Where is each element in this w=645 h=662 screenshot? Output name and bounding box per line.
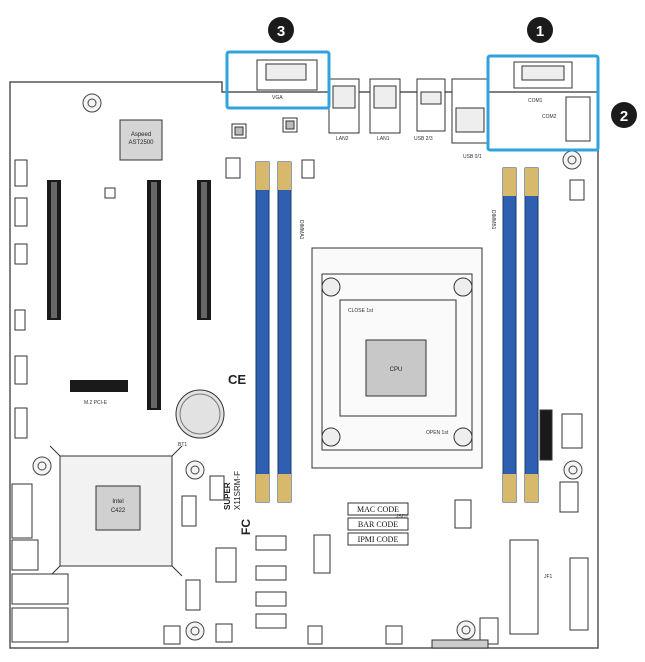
ce-mark: CE	[228, 372, 246, 387]
m2-connector: M.2 PCI-E	[70, 380, 128, 406]
usb01-label: USB 0/1	[463, 154, 482, 160]
lan2-label: LAN2	[336, 136, 349, 142]
aspeed-bmc-chip: Aspeed AST2500	[119, 119, 163, 161]
vga-label: VGA	[272, 95, 283, 101]
highlight-com	[486, 54, 600, 152]
aspeed-line1: Aspeed	[131, 132, 151, 138]
usb-label: USB 2/3	[414, 136, 433, 142]
mac-code: MAC CODE	[357, 505, 399, 514]
intel-line2: C422	[111, 508, 126, 514]
com2-header	[565, 96, 591, 142]
brand-block: SUPER X11SRM-F FC	[223, 471, 253, 535]
brand-name: SUPER	[223, 482, 232, 510]
open-label: OPEN 1st	[426, 430, 449, 436]
rear-io: VGA LAN2 LAN1 USB 2/3 USB 0/1 COM1 COM2	[256, 59, 591, 160]
callout-3: 3	[268, 17, 294, 43]
top-small-parts	[14, 117, 585, 439]
usb-stack	[416, 78, 446, 132]
highlights	[225, 50, 600, 152]
dimm-slots: DIMMA1 DIMMB1	[255, 161, 539, 503]
code-boxes: MAC CODE BAR CODE IPMI CODE	[347, 502, 409, 546]
brand-model: X11SRM-F	[233, 471, 242, 510]
jsd-label: JSD1	[396, 514, 408, 520]
aspeed-line2: AST2500	[128, 140, 154, 146]
ipmi-code: IPMI CODE	[358, 535, 399, 544]
cpu-label: CPU	[390, 367, 403, 373]
battery-label: BT1	[178, 442, 187, 448]
battery: BT1	[175, 389, 225, 448]
com2-label: COM2	[542, 114, 557, 120]
dimm-a-label: DIMMA1	[298, 220, 304, 240]
callout-3-number: 3	[277, 23, 285, 40]
com1-label: COM1	[528, 98, 543, 104]
callout-1-number: 1	[536, 23, 544, 40]
callout-2: 2	[611, 102, 637, 128]
lower-connectors	[11, 409, 589, 649]
lan1-label: LAN1	[377, 136, 390, 142]
cpu-socket: CPU CLOSE 1st OPEN 1st	[311, 247, 483, 469]
intel-pch: Intel C422	[49, 445, 183, 577]
m2-label: M.2 PCI-E	[84, 400, 108, 406]
highlight-vga	[225, 50, 331, 110]
jf1-label: JF1	[544, 574, 553, 580]
callout-1: 1	[527, 17, 553, 43]
close-label: CLOSE 1st	[348, 308, 374, 314]
pcie-slots	[47, 180, 211, 410]
fcc-mark: FC	[239, 519, 253, 535]
bar-code: BAR CODE	[358, 520, 398, 529]
callout-2-number: 2	[620, 108, 628, 125]
dimm-b-label: DIMMB1	[490, 210, 496, 230]
intel-line1: Intel	[112, 499, 123, 505]
